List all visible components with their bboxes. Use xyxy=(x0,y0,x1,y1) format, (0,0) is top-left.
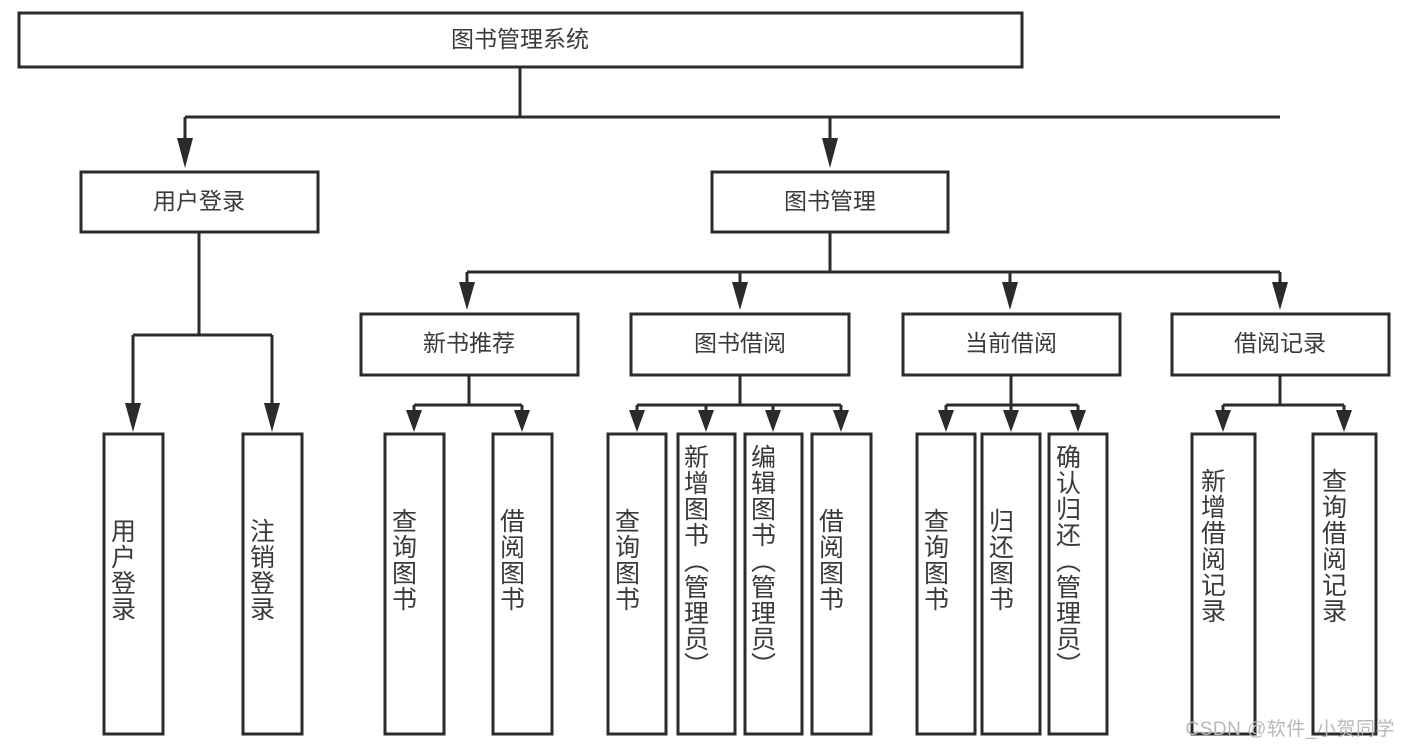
node-user-login-label: 用户登录 xyxy=(153,188,245,214)
node-user-login[interactable]: 用户登录 xyxy=(79,170,320,234)
node-root-label: 图书管理系统 xyxy=(451,26,589,52)
node-new-book-recommend-label: 新书推荐 xyxy=(423,330,515,356)
leaf-node-return-book[interactable] xyxy=(980,432,1042,736)
leaf-node-query-book-2[interactable] xyxy=(606,432,668,736)
leaf-node-add-book[interactable] xyxy=(676,432,737,736)
connector-currentborrow-to-leaves xyxy=(938,375,1086,432)
leaf-node-query-book-1[interactable] xyxy=(383,432,446,736)
leaf-node-edit-book[interactable] xyxy=(743,432,804,736)
leaf-node-borrow-book-2[interactable] xyxy=(810,432,873,736)
leaf-node-query-record[interactable] xyxy=(1311,432,1378,736)
connector-newbook-to-leaves xyxy=(406,375,530,432)
leaf-node-borrow-book-1[interactable] xyxy=(491,432,554,736)
connector-bookmanage-to-level3 xyxy=(459,232,1288,310)
leaf-node-logout-login[interactable] xyxy=(241,432,304,736)
node-current-borrow-label: 当前借阅 xyxy=(965,330,1057,356)
node-new-book-recommend[interactable]: 新书推荐 xyxy=(359,312,580,377)
leaf-node-add-record[interactable] xyxy=(1190,432,1257,736)
connector-userlogin-to-leaves xyxy=(125,232,280,432)
node-book-borrow-label: 图书借阅 xyxy=(694,330,786,356)
node-book-borrow[interactable]: 图书借阅 xyxy=(629,312,851,377)
node-root[interactable]: 图书管理系统 xyxy=(17,11,1024,69)
node-current-borrow[interactable]: 当前借阅 xyxy=(901,312,1122,377)
connector-bookborrow-to-leaves xyxy=(629,375,849,432)
csdn-watermark: CSDN @软件_小贺同学 xyxy=(1185,719,1395,740)
leaf-node-query-book-3[interactable] xyxy=(915,432,977,736)
node-book-manage[interactable]: 图书管理 xyxy=(710,170,950,234)
connector-root-to-level2 xyxy=(177,67,1280,168)
leaf-node-confirm-return[interactable] xyxy=(1047,432,1109,736)
connector-borrowrecord-to-leaves xyxy=(1215,375,1352,432)
node-borrow-record[interactable]: 借阅记录 xyxy=(1170,312,1391,377)
node-borrow-record-label: 借阅记录 xyxy=(1234,330,1326,356)
node-book-manage-label: 图书管理 xyxy=(784,188,876,214)
leaf-node-user-login[interactable] xyxy=(102,432,165,736)
